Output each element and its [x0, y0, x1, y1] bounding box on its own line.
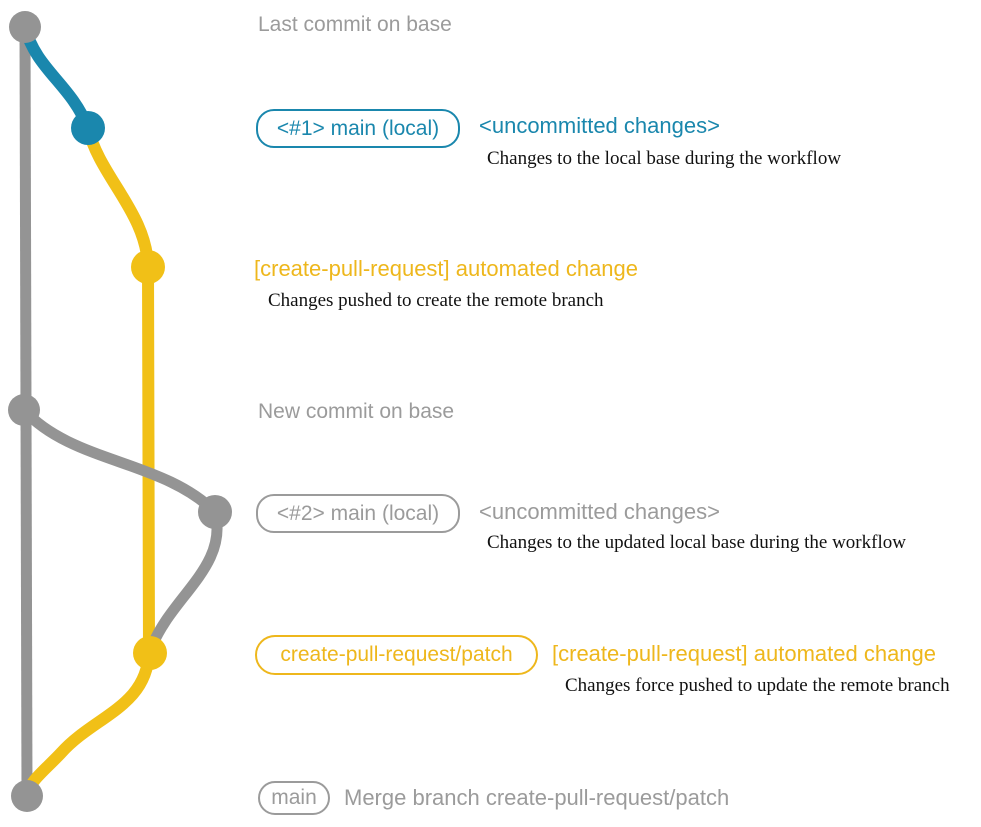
- branch-badge-main: main: [258, 781, 330, 815]
- branch-badge-patch: create-pull-request/patch: [255, 635, 538, 675]
- commit-dot-local-main-1: [71, 111, 105, 145]
- uncommitted-changes-caption-2: Changes to the updated local base during…: [487, 532, 906, 553]
- automated-change-heading-1: [create-pull-request] automated change: [254, 256, 639, 281]
- merge-commit-label: Merge branch create-pull-request/patch: [344, 785, 730, 810]
- git-graph: [8, 11, 232, 812]
- commit-dot-local-main-2: [198, 495, 232, 529]
- commit-dot-last-base: [9, 11, 41, 43]
- branch-badge-main-local-2-label: <#2> main (local): [276, 501, 440, 525]
- automated-change-heading-2: [create-pull-request] automated change: [552, 641, 937, 666]
- new-commit-label: New commit on base: [258, 400, 455, 423]
- base-update-line: [18, 404, 223, 655]
- local-main-1-line: [19, 21, 94, 134]
- commit-dot-patch-2: [133, 636, 167, 670]
- commit-dot-merge: [11, 780, 43, 812]
- commit-dot-new-base: [8, 394, 40, 426]
- branch-badge-main-local-1: <#1> main (local): [256, 109, 460, 148]
- last-commit-label: Last commit on base: [258, 13, 452, 36]
- branch-badge-main-label: main: [271, 786, 317, 809]
- automated-change-caption-2: Changes force pushed to update the remot…: [565, 675, 950, 696]
- branch-badge-patch-label: create-pull-request/patch: [280, 643, 513, 666]
- automated-change-caption-1: Changes pushed to create the remote bran…: [268, 290, 604, 311]
- patch-branch-line: [21, 122, 156, 800]
- uncommitted-changes-heading-2: <uncommitted changes>: [479, 499, 720, 524]
- uncommitted-changes-caption-1: Changes to the local base during the wor…: [487, 148, 842, 169]
- uncommitted-changes-heading-1: <uncommitted changes>: [479, 113, 720, 138]
- branch-badge-main-local-2: <#2> main (local): [256, 494, 460, 533]
- commit-dot-patch-1: [131, 250, 165, 284]
- branch-badge-main-local-1-label: <#1> main (local): [276, 116, 440, 140]
